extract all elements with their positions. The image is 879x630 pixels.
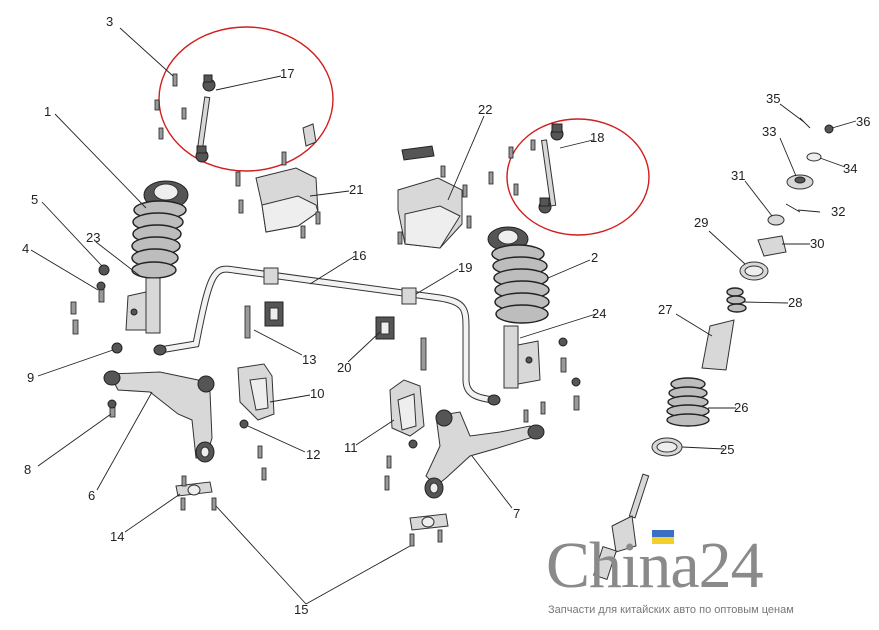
callout-1: 1 — [44, 104, 51, 119]
callout-7: 7 — [513, 506, 520, 521]
bolt-4 — [70, 281, 106, 335]
stabilizer-bar-16 — [153, 265, 501, 406]
callout-18: 18 — [590, 130, 604, 145]
nut-5 — [98, 264, 110, 276]
callout-33: 33 — [762, 124, 776, 139]
callout-34: 34 — [843, 161, 857, 176]
bracket-22 — [397, 145, 494, 249]
control-arm-7 — [424, 401, 546, 499]
callout-29: 29 — [694, 215, 708, 230]
bolt-32 — [785, 203, 801, 213]
callout-27: 27 — [658, 302, 672, 317]
pin-35 — [799, 117, 811, 129]
clamp-14 — [175, 475, 217, 511]
bracket-11 — [384, 379, 425, 491]
bump-stop-28 — [726, 287, 747, 313]
callout-14: 14 — [110, 529, 124, 544]
callout-19: 19 — [458, 260, 472, 275]
callout-12: 12 — [306, 447, 320, 462]
callout-4: 4 — [22, 241, 29, 256]
callout-32: 32 — [831, 204, 845, 219]
ring-29 — [739, 261, 769, 281]
dust-boot-25 — [651, 437, 683, 457]
bolt-8 — [107, 399, 117, 418]
stabilizer-link-18 — [508, 123, 564, 214]
highlight-circle-17 — [158, 26, 334, 172]
callout-24: 24 — [592, 306, 606, 321]
callout-31: 31 — [731, 168, 745, 183]
bushing-20 — [375, 316, 427, 371]
callout-8: 8 — [24, 462, 31, 477]
callout-9: 9 — [27, 370, 34, 385]
callout-16: 16 — [352, 248, 366, 263]
callout-36: 36 — [856, 114, 870, 129]
strut-assembly-2 — [487, 226, 550, 389]
callout-labels: 1 2 3 4 5 6 7 8 9 10 11 12 13 14 15 16 1… — [22, 14, 870, 617]
washer-31 — [767, 214, 785, 226]
washer-34 — [806, 152, 822, 162]
watermark: China24 Запчасти для китайских авто по о… — [540, 526, 870, 626]
callout-23: 23 — [86, 230, 100, 245]
callout-22: 22 — [478, 102, 492, 117]
callout-11: 11 — [344, 440, 358, 455]
callout-25: 25 — [720, 442, 734, 457]
shock-absorber — [593, 473, 650, 581]
callout-21: 21 — [349, 182, 363, 197]
callout-2: 2 — [591, 250, 598, 265]
leader-lines — [30, 27, 857, 605]
bolt-group-3 — [154, 73, 187, 140]
callout-35: 35 — [766, 91, 780, 106]
control-arm-6 — [103, 370, 215, 463]
bushing-13 — [244, 301, 284, 339]
mount-30 — [757, 235, 787, 257]
stabilizer-link-17 — [195, 74, 216, 163]
callout-6: 6 — [88, 488, 95, 503]
callout-5: 5 — [31, 192, 38, 207]
callout-28: 28 — [788, 295, 802, 310]
nut-36 — [824, 124, 834, 134]
bellows-26 — [666, 377, 710, 427]
callout-10: 10 — [310, 386, 324, 401]
callout-20: 20 — [337, 360, 351, 375]
mount-top-33 — [786, 174, 814, 190]
clamp-15 — [409, 513, 449, 547]
callout-15: 15 — [294, 602, 308, 617]
callout-17: 17 — [280, 66, 294, 81]
callout-26: 26 — [734, 400, 748, 415]
bolt-group-24 — [558, 337, 581, 411]
callout-13: 13 — [302, 352, 316, 367]
watermark-tagline: Запчасти для китайских авто по оптовым ц… — [548, 604, 794, 616]
strut-assembly-1 — [125, 180, 189, 334]
callout-3: 3 — [106, 14, 113, 29]
flag-icon — [652, 530, 674, 544]
highlight-circle-18 — [506, 118, 650, 236]
tube-27 — [701, 319, 735, 371]
callout-30: 30 — [810, 236, 824, 251]
bracket-21 — [235, 123, 321, 239]
nut-9 — [111, 342, 123, 354]
bracket-10 — [237, 363, 275, 481]
